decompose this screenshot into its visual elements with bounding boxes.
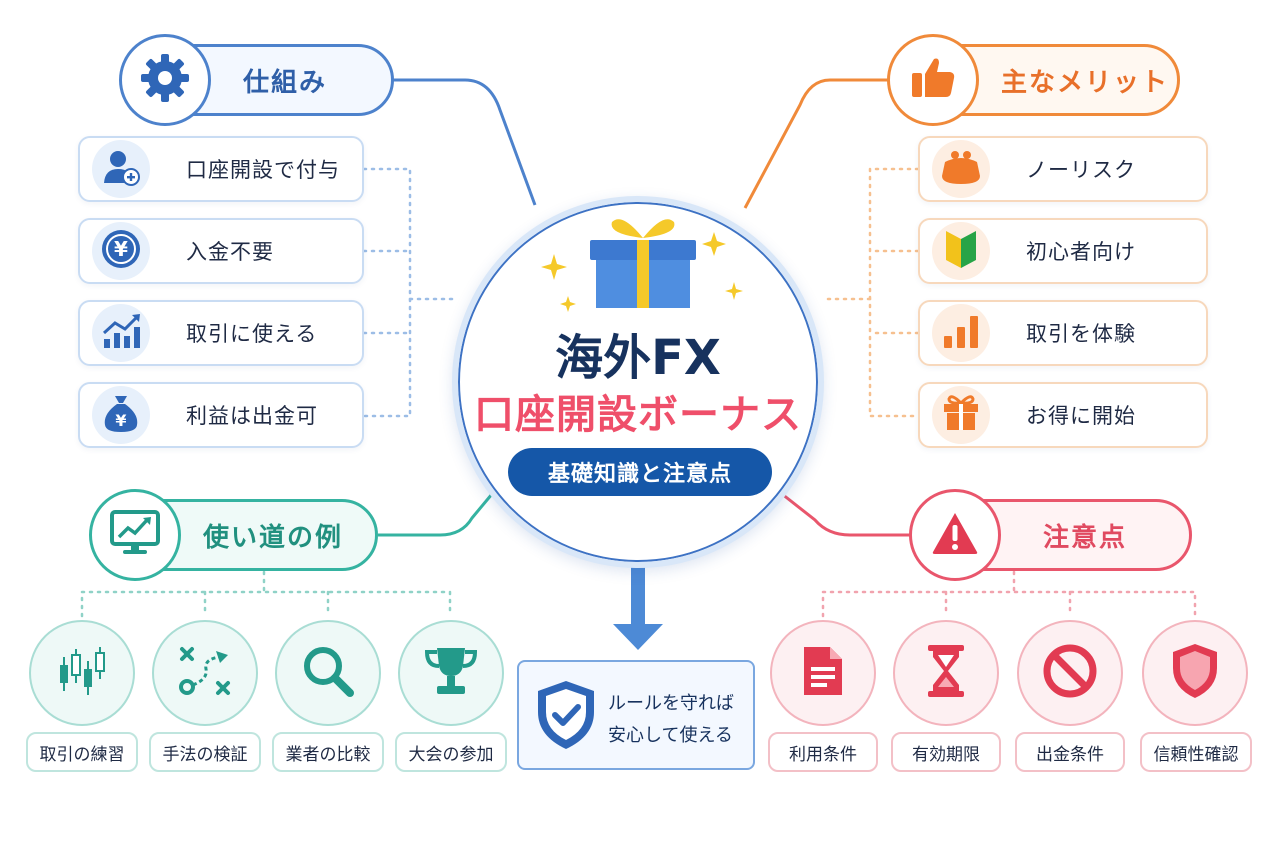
caution-item-label: 信頼性確認 [1140,732,1252,772]
gift-icon [941,393,981,437]
usage-item-label: 大会の参加 [395,732,507,772]
gear-icon [138,51,192,109]
candlestick-icon [54,643,110,703]
shield-check-icon [534,678,598,756]
merits-item-label: ノーリスク [1026,158,1136,182]
mechanism-item: ¥ 入金不要 [78,218,364,284]
cautions-header-icon-circle [909,489,1001,581]
monitor-chart-icon [108,508,162,562]
svg-text:¥: ¥ [114,237,128,261]
cautions-header: 注意点 [909,489,1192,581]
safety-line1: ルールを守れば [608,693,734,714]
safety-message: ルールを守れば 安心して使える [608,688,748,752]
mechanism-header: 仕組み [119,34,394,126]
hub-title-line1: 海外FX [555,330,721,386]
safety-line2: 安心して使える [608,725,733,746]
svg-text:¥: ¥ [115,411,126,430]
caution-item-icon-circle [893,620,999,726]
usage-item-icon-circle [275,620,381,726]
down-arrow-icon [613,566,663,650]
hub-subtitle-pill: 基礎知識と注意点 [508,448,772,496]
usage-item-icon-circle [398,620,504,726]
document-icon [800,643,846,703]
caution-item-icon-circle [770,620,876,726]
magnifier-icon [300,643,356,703]
mechanism-item-label: 入金不要 [186,240,274,264]
mechanism-item: 取引に使える [78,300,364,366]
usage-title: 使い道の例 [203,522,344,553]
mechanism-tree [362,167,457,418]
mechanism-header-icon-circle [119,34,211,126]
usage-item-label: 業者の比較 [272,732,384,772]
connector-cautions [781,492,912,537]
thumbs-up-icon [908,53,958,107]
usage-header-icon-circle [89,489,181,581]
caution-item-label: 利用条件 [768,732,878,772]
cautions-title: 注意点 [1043,522,1128,553]
usage-item-label: 手法の検証 [149,732,261,772]
merits-item: ノーリスク [918,136,1208,202]
trophy-icon [423,644,479,702]
user-add-icon [101,147,141,191]
connector-usage [378,493,494,537]
warning-icon [930,510,980,560]
merits-item: 初心者向け [918,218,1208,284]
usage-tree [80,570,452,618]
mechanism-item: ¥ 利益は出金可 [78,382,364,448]
hub-title-line2: 口座開設ボーナス [474,392,802,438]
merits-item-label: お得に開始 [1026,404,1136,428]
usage-item-icon-circle [29,620,135,726]
merits-item: 取引を体験 [918,300,1208,366]
prohibited-icon [1042,643,1098,703]
cautions-tree [821,570,1197,618]
shield-icon [1170,642,1220,704]
strategy-icon [176,643,234,703]
caution-item-label: 有効期限 [891,732,1001,772]
merits-header: 主なメリット [887,34,1180,126]
trend-up-icon [100,311,142,355]
usage-item-icon-circle [152,620,258,726]
merits-header-icon-circle [887,34,979,126]
caution-item-icon-circle [1017,620,1123,726]
money-bag-icon: ¥ [101,392,141,438]
connector-mechanism [388,78,537,206]
mechanism-item: 口座開設で付与 [78,136,364,202]
beginner-mark-icon [943,228,979,274]
mechanism-item-label: 取引に使える [186,322,318,346]
bar-chart-icon [941,312,981,354]
merits-item-label: 初心者向け [1026,240,1136,264]
yen-coin-icon: ¥ [100,228,142,274]
connector-merits [743,78,890,209]
usage-header: 使い道の例 [89,489,378,581]
usage-item-label: 取引の練習 [26,732,138,772]
merits-item: お得に開始 [918,382,1208,448]
purse-icon [939,148,983,190]
merits-title: 主なメリット [1001,67,1170,98]
mechanism-item-label: 利益は出金可 [186,404,318,428]
merits-tree [824,167,920,418]
hourglass-icon [924,643,968,703]
mechanism-title: 仕組み [243,67,328,98]
merits-item-label: 取引を体験 [1026,322,1136,346]
caution-item-label: 出金条件 [1015,732,1125,772]
gift-icon [538,212,748,312]
caution-item-icon-circle [1142,620,1248,726]
mechanism-item-label: 口座開設で付与 [186,158,340,182]
